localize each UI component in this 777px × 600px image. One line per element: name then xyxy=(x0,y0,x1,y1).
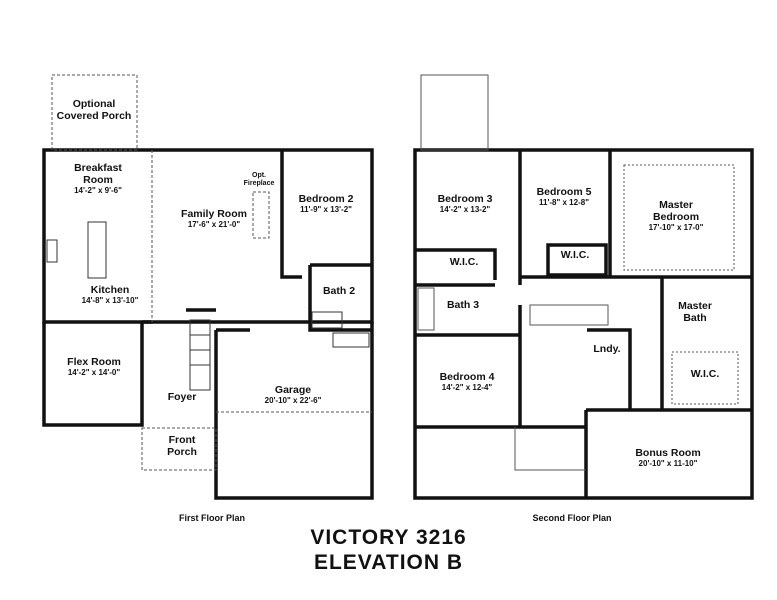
first-floor-walls xyxy=(42,148,374,500)
second-floor-walls xyxy=(413,148,754,500)
room-label: Bedroom 3 xyxy=(437,193,493,205)
room-dims: 14'-8" x 13'-10" xyxy=(81,296,139,305)
room-label: Master xyxy=(659,199,693,211)
first-floor-caption: First Floor Plan xyxy=(178,513,246,523)
room-label: Family Room xyxy=(181,208,247,220)
opt-fireplace: Opt.Fireplace xyxy=(244,172,275,188)
room-dims: 17'-6" x 21'-0" xyxy=(187,220,241,229)
first-floor-fixtures xyxy=(46,221,370,391)
room-dims: 11'-8" x 12-8" xyxy=(539,198,589,207)
room-label: Bedroom 2 xyxy=(298,193,354,205)
room-label: Kitchen xyxy=(90,284,130,296)
room-label: Porch xyxy=(167,446,197,458)
room-bath-2: Bath 2 xyxy=(323,285,355,297)
room-label: Front xyxy=(168,434,196,446)
room-label: Fireplace xyxy=(243,180,275,187)
room-dims: 14'-2" x 13-2" xyxy=(439,205,491,214)
room-label: Bedroom xyxy=(652,211,700,223)
room-dims: 11'-9" x 13'-2" xyxy=(300,205,352,214)
room-foyer: Foyer xyxy=(168,391,197,403)
room-label: Bedroom 4 xyxy=(439,371,495,383)
room-label: W.I.C. xyxy=(690,368,720,380)
room-dims: 17'-10" x 17-0" xyxy=(648,223,704,232)
room-label: Lndy. xyxy=(593,343,621,355)
room-dims: 20'-10" x 11-10" xyxy=(638,459,698,468)
room-label: Garage xyxy=(274,384,312,396)
room-dims: 14'-2" x 9'-6" xyxy=(74,186,122,195)
room-laundry: Lndy. xyxy=(593,343,620,355)
room-label: Bath xyxy=(683,312,707,324)
room-wic-master: W.I.C. xyxy=(691,368,720,380)
room-label: Breakfast xyxy=(74,162,122,174)
room-label: Bath 3 xyxy=(446,299,480,311)
room-label: Covered Porch xyxy=(56,110,132,122)
room-label: Room xyxy=(83,174,113,186)
plan-subtitle: ELEVATION B xyxy=(313,551,464,574)
room-dims: 14'-2" x 14'-0" xyxy=(67,368,121,377)
room-label: Bonus Room xyxy=(635,447,701,459)
plan-title: VICTORY 3216 xyxy=(310,526,467,549)
room-label: Opt. xyxy=(252,172,266,179)
room-label: Foyer xyxy=(167,391,197,403)
room-label: Bath 2 xyxy=(322,285,356,297)
room-dims: 20'-10" x 22'-6" xyxy=(264,396,322,405)
first-floor-dashed xyxy=(51,74,372,471)
room-label: W.I.C. xyxy=(560,249,590,261)
room-label: W.I.C. xyxy=(449,256,479,268)
room-label: Flex Room xyxy=(67,356,121,368)
room-bath-3: Bath 3 xyxy=(447,299,479,311)
room-wic-bedroom-5: W.I.C. xyxy=(561,249,590,261)
room-label: Optional xyxy=(72,98,116,110)
room-label: Bedroom 5 xyxy=(536,186,592,198)
room-dims: 14'-2" x 12-4" xyxy=(441,383,493,392)
room-label: Master xyxy=(678,300,712,312)
room-wic-bedroom-3: W.I.C. xyxy=(450,256,479,268)
second-floor-dashed xyxy=(417,74,739,471)
second-floor-caption: Second Floor Plan xyxy=(532,513,612,523)
